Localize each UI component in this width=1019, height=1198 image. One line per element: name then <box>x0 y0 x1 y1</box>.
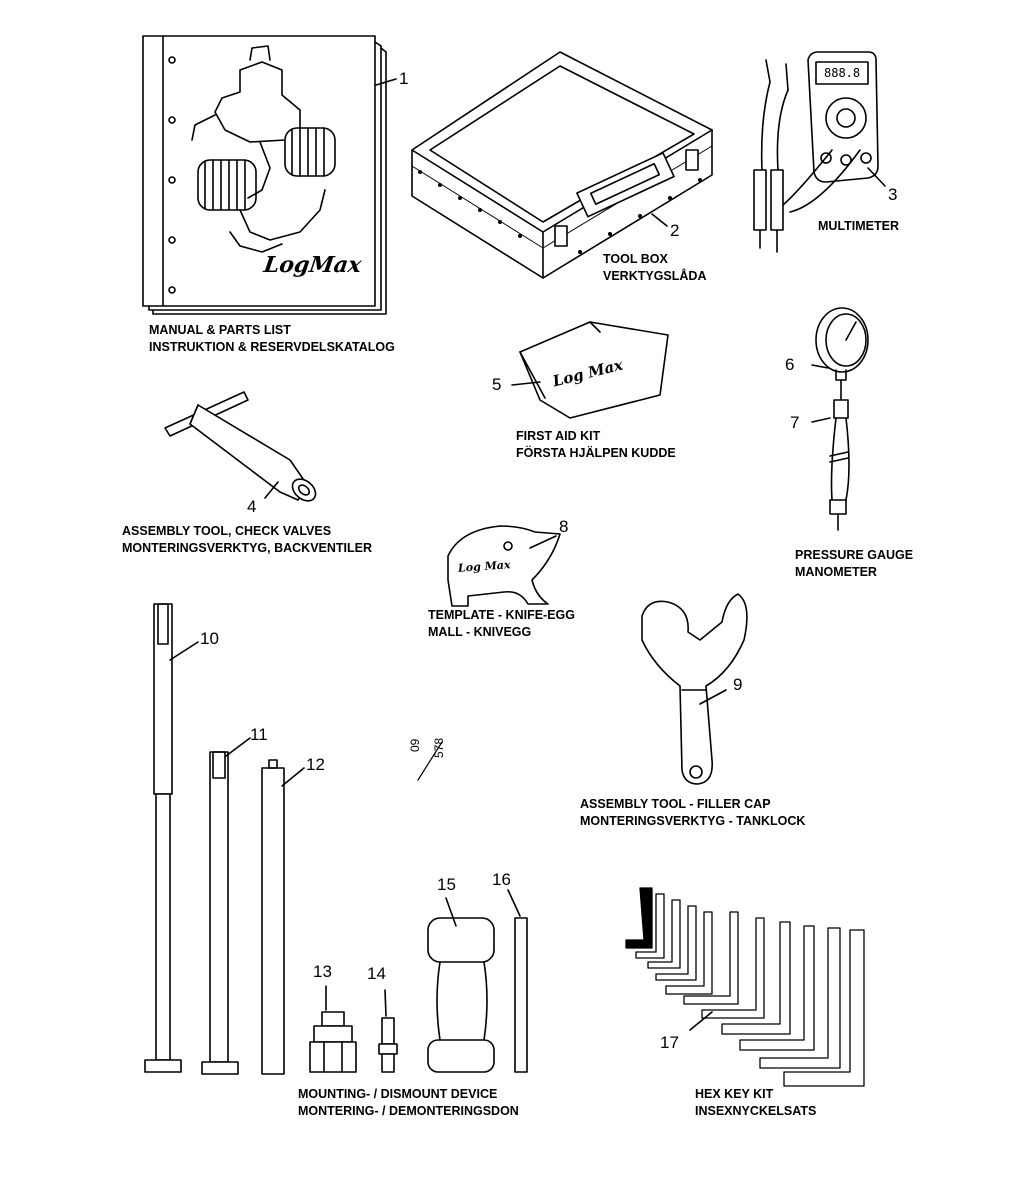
caption-pressure-gauge-line-1: PRESSURE GAUGE <box>795 548 914 562</box>
caption-hex-key-kit: HEX KEY KIT INSEXNYCKELSATS <box>695 1086 816 1120</box>
leader-3 <box>867 167 886 187</box>
first-aid-kit <box>519 321 669 419</box>
device-14 <box>378 1017 398 1073</box>
item-number-9: 9 <box>733 675 743 694</box>
item-number-11: 11 <box>250 725 268 744</box>
device-15 <box>427 917 495 1073</box>
leader-7 <box>811 417 831 423</box>
leader-14 <box>384 989 387 1017</box>
item-number-8: 8 <box>559 517 569 536</box>
manual-logo: LogMax <box>262 252 364 278</box>
leader-1 <box>375 78 397 86</box>
drawing-code-bottom: 578 <box>432 737 446 758</box>
caption-filler-cap-line-2: MONTERINGSVERKTYG - TANKLOCK <box>580 814 806 828</box>
item-number-15: 15 <box>437 875 456 894</box>
caption-manual: MANUAL & PARTS LIST INSTRUKTION & RESERV… <box>149 322 395 356</box>
drawing-code-top: 09 <box>408 738 422 752</box>
caption-check-valves-tool: ASSEMBLY TOOL, CHECK VALVES MONTERINGSVE… <box>122 523 372 557</box>
caption-hex-key-line-2: INSEXNYCKELSATS <box>695 1104 817 1118</box>
caption-filler-cap-line-1: ASSEMBLY TOOL - FILLER CAP <box>580 797 771 811</box>
leader-8 <box>529 535 557 549</box>
template-knife-egg <box>447 525 561 607</box>
caption-multimeter: MULTIMETER <box>818 218 899 235</box>
leader-4 <box>264 481 279 499</box>
item-number-17: 17 <box>660 1033 679 1052</box>
caption-check-valves-line-1: ASSEMBLY TOOL, CHECK VALVES <box>122 524 332 538</box>
caption-hex-key-line-1: HEX KEY KIT <box>695 1087 774 1101</box>
item-number-5: 5 <box>492 375 502 394</box>
caption-template-line-2: MALL - KNIVEGG <box>428 625 532 639</box>
drawing-code-slash <box>417 741 443 781</box>
rod-11 <box>201 751 239 1075</box>
caption-tool-box: TOOL BOX VERKTYGSLÅDA <box>603 251 706 285</box>
caption-first-aid-kit: FIRST AID KIT FÖRSTA HJÄLPEN KUDDE <box>516 428 676 462</box>
caption-template: TEMPLATE - KNIFE-EGG MALL - KNIVEGG <box>428 607 575 641</box>
leader-16 <box>507 889 521 917</box>
leader-17 <box>689 1011 713 1031</box>
item-number-6: 6 <box>785 355 795 374</box>
caption-multimeter-line-1: MULTIMETER <box>818 219 900 233</box>
caption-first-aid-line-1: FIRST AID KIT <box>516 429 601 443</box>
caption-first-aid-line-2: FÖRSTA HJÄLPEN KUDDE <box>516 446 676 460</box>
caption-filler-cap-tool: ASSEMBLY TOOL - FILLER CAP MONTERINGSVER… <box>580 796 805 830</box>
leader-2 <box>651 213 668 227</box>
rod-12 <box>261 759 285 1075</box>
caption-mounting-line-2: MONTERING- / DEMONTERINGSDON <box>298 1104 519 1118</box>
leader-6 <box>811 364 829 369</box>
item-number-16: 16 <box>492 870 511 889</box>
caption-tool-box-line-1: TOOL BOX <box>603 252 668 266</box>
leader-12 <box>281 767 305 787</box>
pressure-gauge <box>815 307 869 531</box>
item-number-7: 7 <box>790 413 800 432</box>
caption-template-line-1: TEMPLATE - KNIFE-EGG <box>428 608 575 622</box>
tool-box <box>411 51 713 279</box>
caption-check-valves-line-2: MONTERINGSVERKTYG, BACKVENTILER <box>122 541 373 555</box>
assembly-tool-filler-cap <box>641 593 748 785</box>
caption-pressure-gauge: PRESSURE GAUGE MANOMETER <box>795 547 913 581</box>
leader-5 <box>511 381 541 386</box>
leader-11 <box>225 737 251 757</box>
manual-binder <box>142 35 387 315</box>
leader-10 <box>169 641 199 661</box>
caption-mounting-device: MOUNTING- / DISMOUNT DEVICE MONTERING- /… <box>298 1086 519 1120</box>
assembly-tool-check-valves <box>164 391 317 502</box>
multimeter <box>753 51 879 253</box>
item-number-12: 12 <box>306 755 325 774</box>
item-number-1: 1 <box>399 69 409 88</box>
rod-10 <box>144 603 182 1073</box>
caption-pressure-gauge-line-2: MANOMETER <box>795 565 877 579</box>
multimeter-display: 888.8 <box>824 66 861 80</box>
caption-manual-line-2: INSTRUKTION & RESERVDELSKATALOG <box>149 340 395 354</box>
device-13 <box>309 1011 357 1073</box>
item-number-3: 3 <box>888 185 898 204</box>
caption-tool-box-line-2: VERKTYGSLÅDA <box>603 269 707 283</box>
hex-key-kit <box>625 887 865 1087</box>
leader-15 <box>445 897 457 927</box>
item-number-10: 10 <box>200 629 219 648</box>
item-number-2: 2 <box>670 221 680 240</box>
item-number-13: 13 <box>313 962 332 981</box>
item-number-14: 14 <box>367 964 386 983</box>
bar-16 <box>514 917 528 1073</box>
caption-mounting-line-1: MOUNTING- / DISMOUNT DEVICE <box>298 1087 498 1101</box>
leader-9 <box>699 689 727 705</box>
caption-manual-line-1: MANUAL & PARTS LIST <box>149 323 291 337</box>
item-number-4: 4 <box>247 497 257 516</box>
